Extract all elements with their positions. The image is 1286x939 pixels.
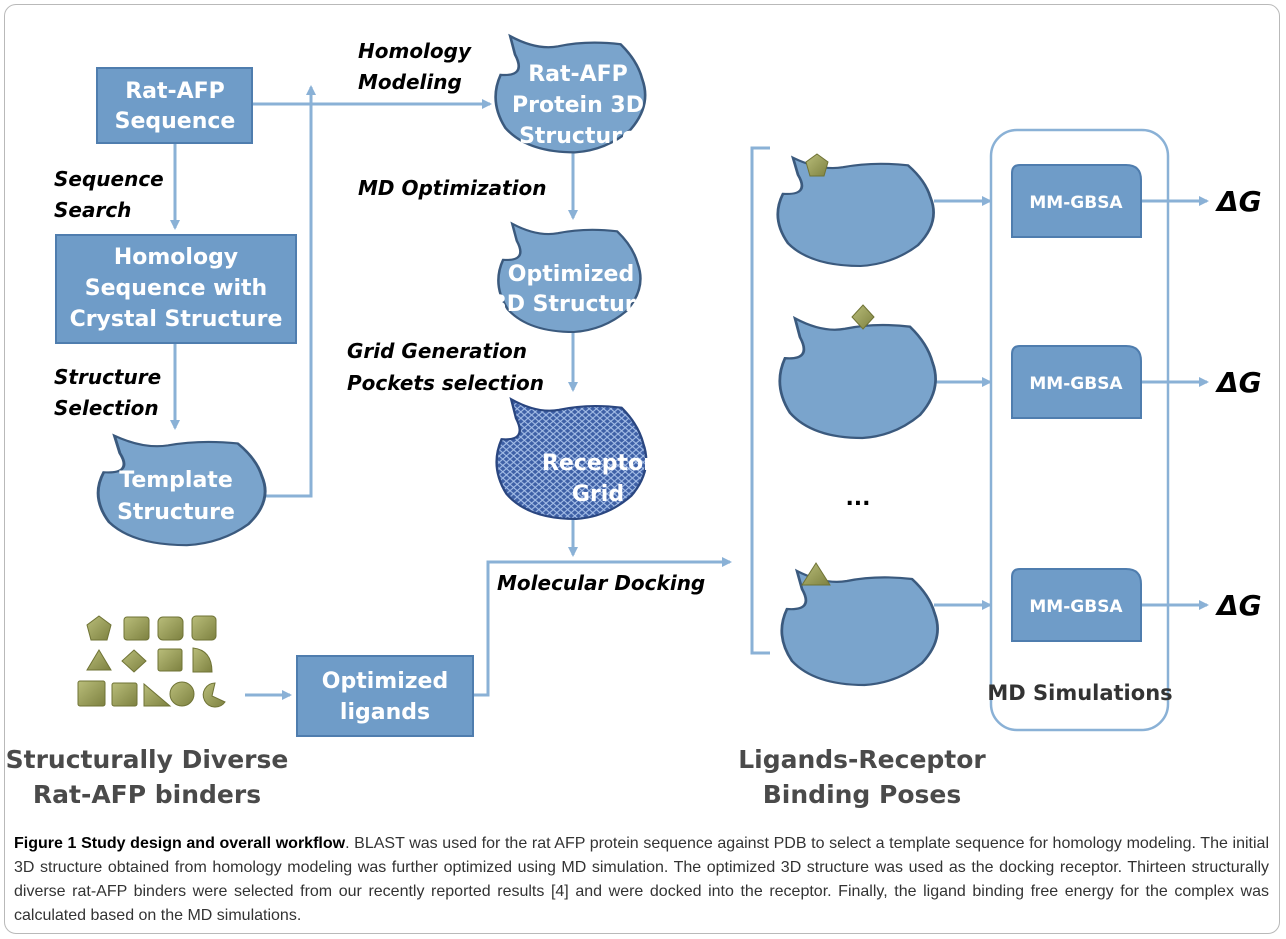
receptor-line1: Receptor bbox=[542, 451, 654, 476]
pentagon-ligand-icon bbox=[805, 153, 829, 177]
pie-icon bbox=[202, 682, 226, 708]
poses-ellipsis: ... bbox=[845, 486, 870, 511]
homology-line2: Sequence with bbox=[85, 276, 267, 301]
ligands-line2: ligands bbox=[340, 700, 430, 725]
delta-g-2: ΔG bbox=[1215, 366, 1262, 399]
receptor-grid-shape: Receptor Grid bbox=[495, 398, 654, 521]
mmgbsa-label-2: MM-GBSA bbox=[1029, 374, 1123, 394]
rat-afp-sequence-line1: Rat-AFP bbox=[125, 79, 225, 104]
binders-label-2: Rat-AFP binders bbox=[33, 780, 261, 809]
md-simulations-label: MD Simulations bbox=[987, 681, 1172, 705]
step-molecular-docking: Molecular Docking bbox=[497, 571, 705, 595]
rounded-square-icon bbox=[157, 616, 184, 641]
protein-line3: Structure bbox=[519, 124, 637, 149]
step-md-optimization: MD Optimization bbox=[358, 176, 546, 200]
triangle-ligand-icon bbox=[801, 562, 831, 586]
rat-afp-sequence-box: Rat-AFP Sequence bbox=[96, 67, 253, 144]
square-icon bbox=[123, 616, 150, 641]
figure-caption: Figure 1 Study design and overall workfl… bbox=[14, 832, 1269, 928]
delta-g-3: ΔG bbox=[1215, 589, 1262, 622]
delta-g-1: ΔG bbox=[1215, 185, 1262, 218]
diamond-ligand-icon bbox=[851, 304, 875, 330]
circle-icon bbox=[169, 681, 195, 707]
rat-afp-sequence-line2: Sequence bbox=[115, 109, 236, 134]
optimized-line2: 3D Structure bbox=[491, 292, 650, 317]
pentagon-icon bbox=[86, 615, 112, 641]
mmgbsa-label-3: MM-GBSA bbox=[1029, 597, 1123, 617]
optimized-3d-shape: Optimized 3D Structure bbox=[491, 222, 651, 334]
protein-line2: Protein 3D bbox=[512, 93, 644, 118]
quarter-circle-icon bbox=[192, 647, 213, 673]
step-structure-selection-1: Structure bbox=[54, 365, 161, 389]
homology-line1: Homology bbox=[114, 245, 238, 270]
triangle-icon bbox=[86, 649, 112, 671]
binders-label-1: Structurally Diverse bbox=[6, 745, 289, 774]
template-line2: Structure bbox=[117, 500, 235, 525]
workflow-diagram: Rat-AFP Sequence Homology Sequence with … bbox=[6, 34, 1262, 809]
arrow-to-docking bbox=[473, 557, 732, 697]
mmgbsa-box-2: MM-GBSA bbox=[1011, 345, 1142, 419]
step-sequence-search-1: Sequence bbox=[54, 167, 164, 191]
binding-pose-2 bbox=[778, 304, 937, 440]
homology-line3: Crystal Structure bbox=[70, 307, 283, 332]
step-grid-generation-2: Pockets selection bbox=[347, 371, 544, 395]
mmgbsa-label-1: MM-GBSA bbox=[1029, 193, 1123, 213]
poses-label-1: Ligands-Receptor bbox=[738, 745, 986, 774]
bracket-poses bbox=[750, 146, 770, 655]
step-homology-modeling-1: Homology bbox=[358, 39, 472, 63]
square-icon bbox=[157, 648, 183, 672]
ligand-icons bbox=[77, 615, 226, 708]
optimized-ligands-box: Optimized ligands bbox=[296, 655, 474, 737]
diamond-icon bbox=[121, 649, 147, 673]
ligands-line1: Optimized bbox=[322, 669, 448, 694]
template-structure-shape: Template Structure bbox=[96, 434, 267, 547]
step-grid-generation-1: Grid Generation bbox=[347, 339, 527, 363]
mmgbsa-box-3: MM-GBSA bbox=[1011, 568, 1142, 642]
protein-line1: Rat-AFP bbox=[528, 62, 628, 87]
protein-3d-shape: Rat-AFP Protein 3D Structure bbox=[494, 34, 647, 154]
step-homology-modeling-2: Modeling bbox=[358, 70, 462, 94]
square-icon bbox=[191, 615, 217, 641]
caption-text: . BLAST was used for the rat AFP protein… bbox=[14, 835, 1269, 924]
template-line1: Template bbox=[119, 468, 233, 493]
optimized-line1: Optimized bbox=[508, 262, 634, 287]
figure-frame bbox=[4, 4, 1280, 934]
mmgbsa-box-1: MM-GBSA bbox=[1011, 164, 1142, 238]
step-sequence-search-2: Search bbox=[54, 198, 131, 222]
poses-label-2: Binding Poses bbox=[763, 780, 962, 809]
caption-title: Figure 1 Study design and overall workfl… bbox=[14, 835, 346, 852]
binding-pose-3 bbox=[780, 562, 939, 687]
homology-sequence-box: Homology Sequence with Crystal Structure bbox=[55, 234, 297, 344]
right-triangle-icon bbox=[143, 682, 172, 707]
receptor-line2: Grid bbox=[572, 482, 624, 507]
square-icon bbox=[111, 682, 138, 707]
md-simulations-container bbox=[989, 128, 1170, 732]
binding-pose-1 bbox=[776, 153, 935, 268]
arrow-template-up bbox=[260, 85, 316, 498]
connector-arrows bbox=[170, 85, 1209, 700]
square-icon bbox=[77, 680, 106, 707]
step-structure-selection-2: Selection bbox=[54, 396, 159, 420]
